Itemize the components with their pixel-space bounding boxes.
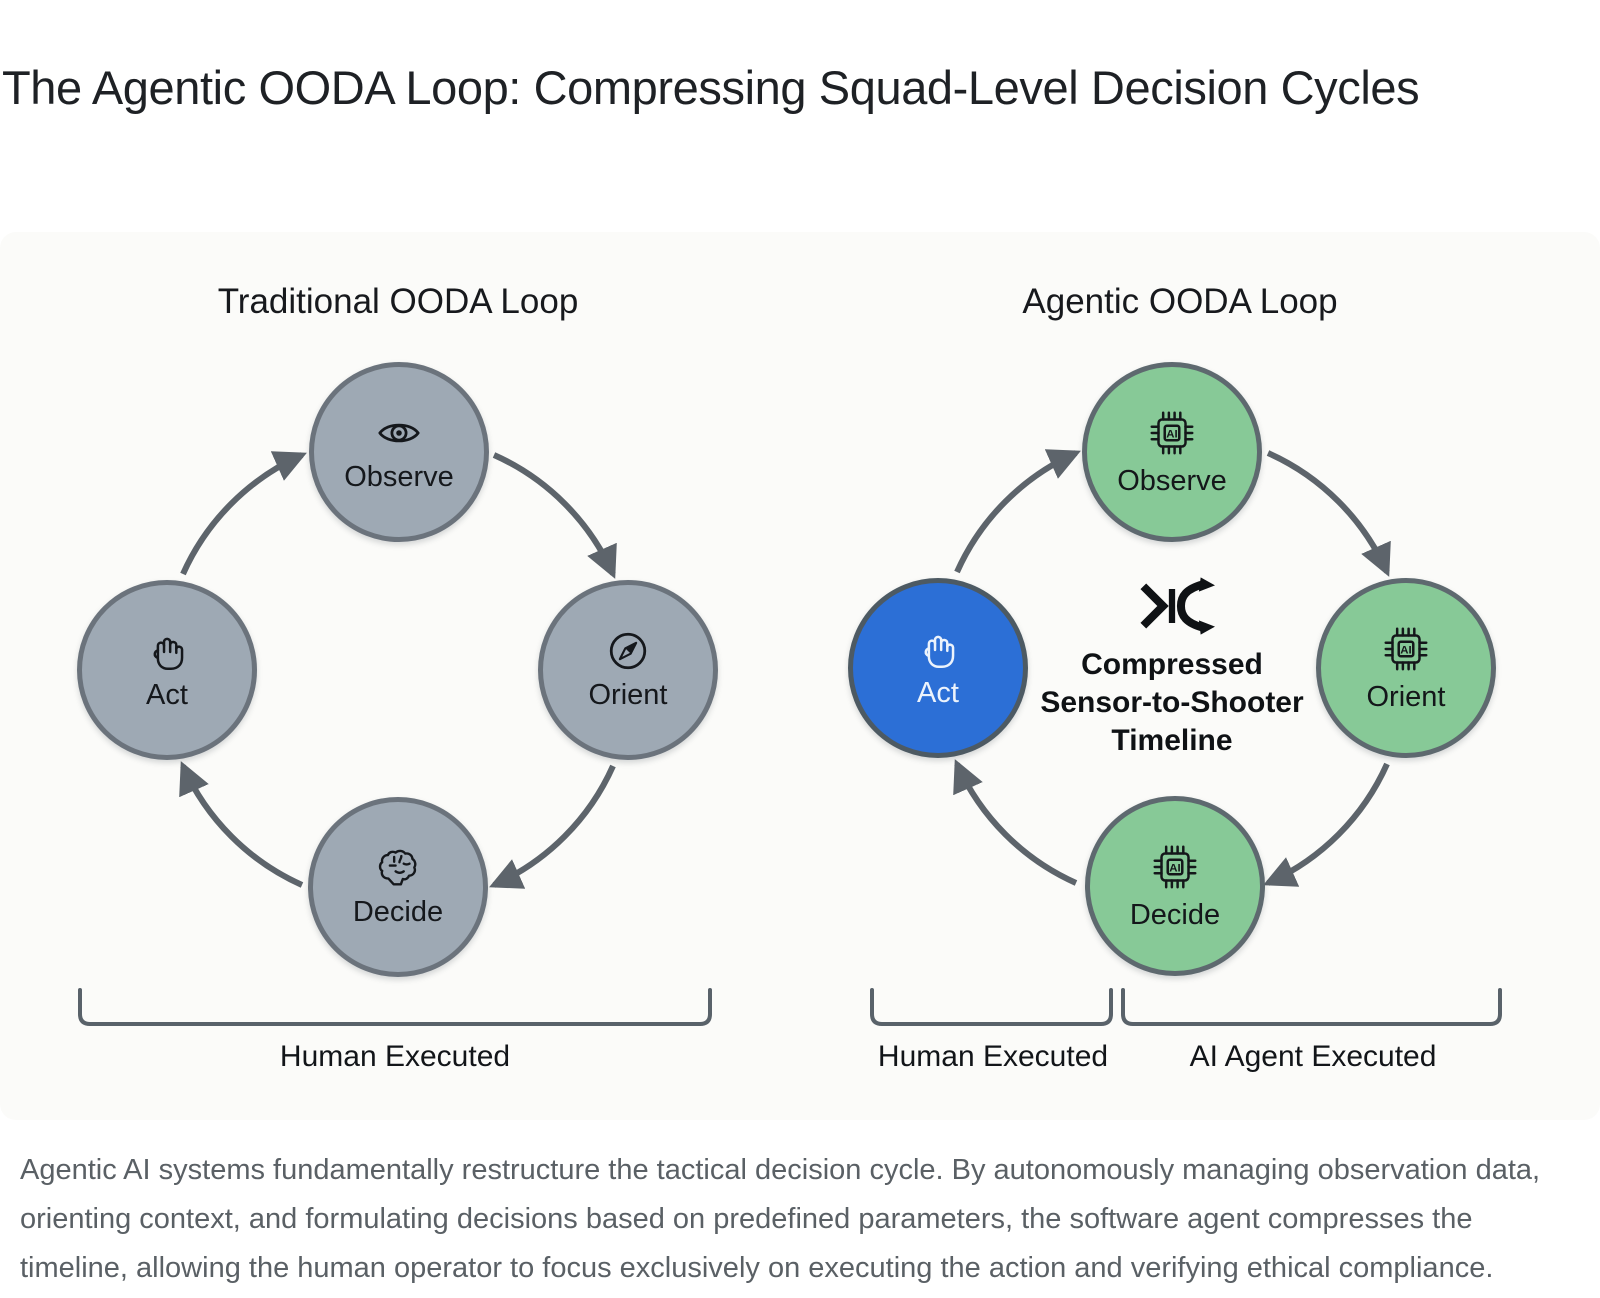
- caption-line: Agentic AI systems fundamentally restruc…: [20, 1154, 1541, 1186]
- arrow-observe-to-orient-agentic: [1266, 450, 1391, 577]
- figure-caption: Agentic AI systems fundamentally restruc…: [20, 1146, 1565, 1293]
- brain-icon: [375, 845, 421, 891]
- eye-icon: [376, 410, 422, 456]
- ai-agent-executed-label: AI Agent Executed: [1189, 1040, 1437, 1073]
- node-label: Decide: [1129, 899, 1221, 931]
- node-label: Act: [917, 677, 959, 709]
- arrow-observe-to-orient-traditional: [492, 452, 617, 579]
- compress-icon: [1129, 576, 1215, 636]
- arrow-decide-to-act-traditional: [179, 761, 304, 888]
- human-executed-label-traditional: Human Executed: [279, 1040, 511, 1073]
- ai-chip-icon: [1145, 406, 1199, 460]
- node-act-traditional: Act: [77, 580, 257, 760]
- bracket-ai-agentic: [1121, 988, 1502, 1026]
- agentic-loop-title: Agentic OODA Loop: [1022, 282, 1338, 321]
- page-title: The Agentic OODA Loop: Compressing Squad…: [2, 61, 1420, 114]
- fist-icon: [144, 628, 190, 674]
- node-orient-traditional: Orient: [538, 580, 718, 760]
- node-label: Orient: [588, 679, 668, 711]
- arrow-act-to-observe-agentic: [954, 449, 1081, 574]
- ai-chip-icon: [1148, 840, 1202, 894]
- human-executed-label-agentic: Human Executed: [877, 1040, 1109, 1073]
- bracket-human-agentic: [870, 988, 1113, 1026]
- node-label: Orient: [1366, 681, 1446, 713]
- node-decide-traditional: Decide: [308, 797, 488, 977]
- node-orient-agentic: Orient: [1316, 578, 1496, 758]
- arrow-decide-to-act-agentic: [953, 759, 1078, 886]
- node-label: Act: [146, 679, 188, 711]
- node-observe-agentic: Observe: [1082, 362, 1262, 542]
- node-decide-agentic: Decide: [1085, 796, 1265, 976]
- fist-icon: [915, 626, 961, 672]
- node-label: Observe: [1117, 465, 1227, 497]
- traditional-loop-title: Traditional OODA Loop: [217, 282, 579, 321]
- arrow-act-to-observe-traditional: [180, 451, 307, 576]
- ooda-figure-panel: Traditional OODA Loop Agentic OODA Loop …: [0, 232, 1600, 1120]
- note-line: Timeline: [1111, 724, 1233, 757]
- caption-line: timeline, allowing the human operator to…: [20, 1252, 1494, 1284]
- node-act-agentic: Act: [848, 578, 1028, 758]
- arrow-orient-to-decide-traditional: [489, 764, 616, 889]
- node-observe-traditional: Observe: [309, 362, 489, 542]
- figure-overlay: [78, 449, 1502, 1026]
- node-label: Observe: [344, 461, 454, 493]
- note-line: Compressed: [1081, 648, 1263, 681]
- compass-icon: [605, 628, 651, 674]
- bracket-human-traditional: [78, 988, 712, 1026]
- compressed-timeline-note: Compressed Sensor-to-Shooter Timeline: [1012, 576, 1332, 760]
- note-line: Sensor-to-Shooter: [1040, 686, 1304, 719]
- ai-chip-icon: [1379, 622, 1433, 676]
- arrow-orient-to-decide-agentic: [1263, 762, 1390, 887]
- node-label: Decide: [352, 896, 444, 928]
- caption-line: orienting context, and formulating decis…: [20, 1203, 1473, 1235]
